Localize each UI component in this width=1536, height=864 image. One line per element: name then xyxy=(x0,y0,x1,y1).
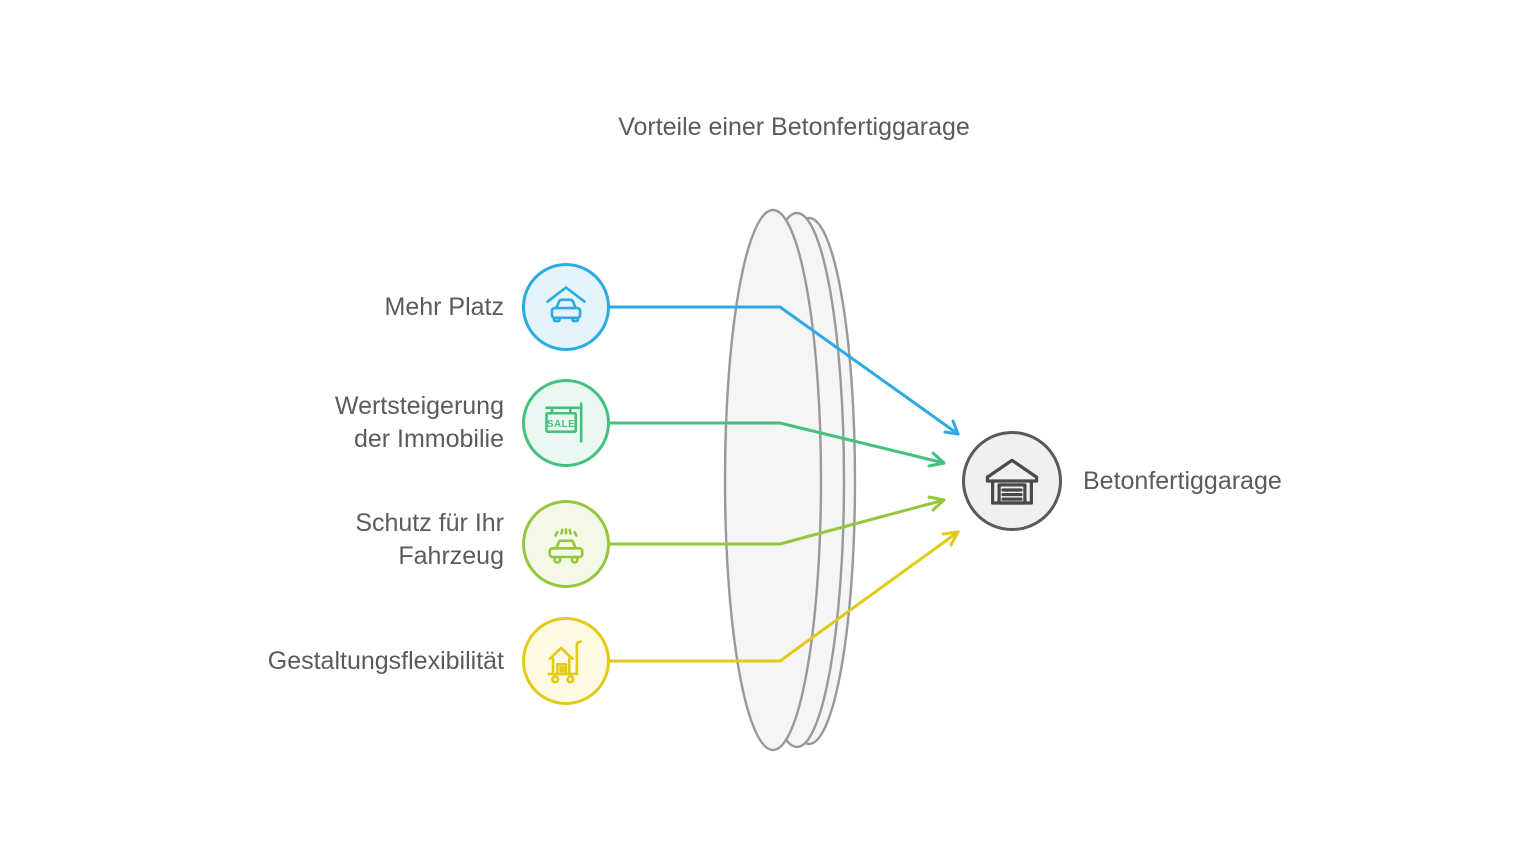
label-line: Fahrzeug xyxy=(398,542,504,570)
label-line: Gestaltungsflexibilität xyxy=(267,647,504,675)
arrowhead-icon xyxy=(941,530,960,547)
connector-gestaltungsflexibilitaet xyxy=(604,530,960,663)
connector-line xyxy=(604,498,946,546)
garage-icon xyxy=(985,458,1039,505)
car-wash-icon xyxy=(548,528,584,564)
sale-sign-text: SALE xyxy=(547,419,575,430)
sale-sign-icon: SALE xyxy=(545,402,583,443)
benefit-bubble-schutz xyxy=(522,500,610,588)
connector-wertsteigerung xyxy=(604,421,946,468)
carport-car-icon xyxy=(546,286,586,323)
result-bubble-betonfertiggarage xyxy=(962,431,1062,531)
label-line: Wertsteigerung xyxy=(334,392,504,420)
funnel-lens xyxy=(723,208,857,752)
benefit-bubble-gestaltungsflexibilitaet xyxy=(522,617,610,705)
arrowhead-icon xyxy=(927,451,946,468)
label-line: Schutz für Ihr xyxy=(355,509,504,537)
label-line: der Immobilie xyxy=(353,425,504,453)
benefit-label-schutz: Schutz für Ihr Fahrzeug xyxy=(144,507,504,573)
label-line: Mehr Platz xyxy=(384,293,504,321)
arrowhead-icon xyxy=(943,419,960,436)
benefit-label-gestaltungsflexibilitaet: Gestaltungsflexibilität xyxy=(144,645,504,678)
benefit-bubble-mehr-platz xyxy=(522,263,610,351)
connector-line xyxy=(604,530,960,663)
result-label: Betonfertiggarage xyxy=(1083,467,1282,495)
diagram-title: Vorteile einer Betonfertiggarage xyxy=(618,113,970,141)
benefit-label-mehr-platz: Mehr Platz xyxy=(144,291,504,324)
arrowhead-icon xyxy=(927,495,946,512)
connector-line xyxy=(604,305,960,436)
lens-front-ellipse xyxy=(723,208,823,752)
house-cart-icon xyxy=(547,640,582,684)
benefit-label-wertsteigerung: Wertsteigerung der Immobilie xyxy=(144,390,504,456)
benefit-bubble-wertsteigerung: SALE xyxy=(522,379,610,467)
connector-schutz xyxy=(604,495,946,546)
connector-mehr-platz xyxy=(604,305,960,436)
connector-line xyxy=(604,421,946,465)
